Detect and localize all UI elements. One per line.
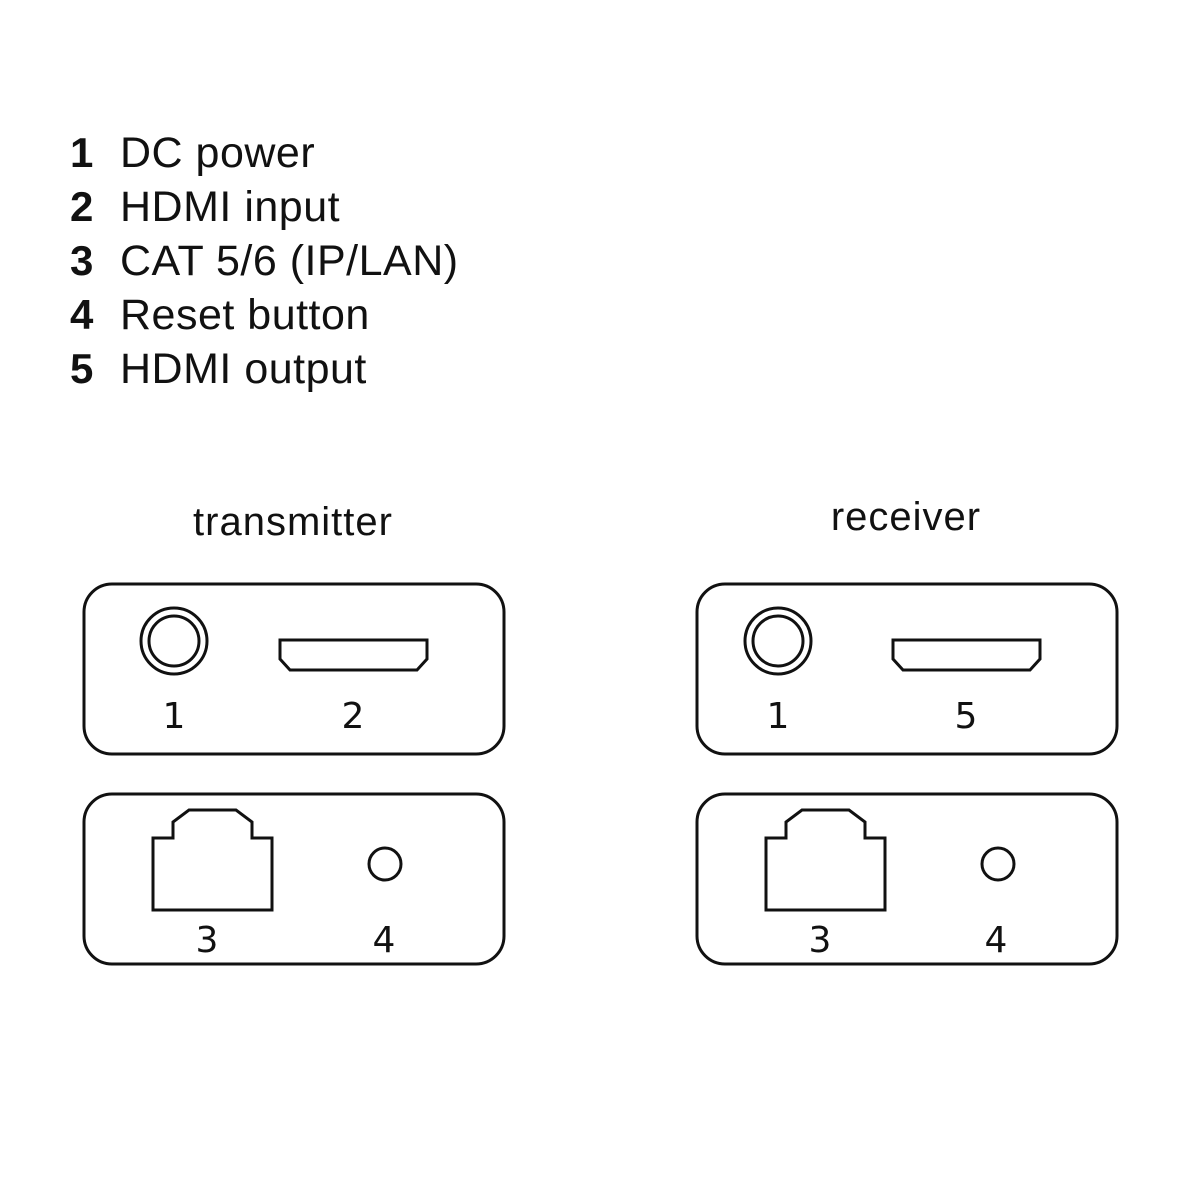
legend-number: 4 (70, 291, 94, 338)
legend: 1 DC power 2 HDMI input 3 CAT 5/6 (IP/LA… (70, 126, 459, 396)
hdmi-port-icon (891, 638, 1042, 672)
receiver-title: receiver (830, 495, 982, 539)
transmitter-power-port-label: 1 (163, 696, 186, 737)
receiver-hdmi-port-label: 5 (955, 696, 978, 737)
receiver-front-panel (695, 582, 1119, 756)
legend-label: Reset button (120, 291, 370, 339)
receiver-power-port-label: 1 (767, 696, 790, 737)
receiver-back-panel (695, 792, 1119, 966)
dc-power-jack-icon (139, 606, 209, 676)
receiver-reset-port-label: 4 (985, 920, 1008, 961)
legend-number: 1 (70, 129, 94, 176)
legend-number: 5 (70, 345, 94, 392)
transmitter-hdmi-port-label: 2 (342, 696, 365, 737)
transmitter-front-panel-body (82, 582, 506, 756)
transmitter-reset-port-label: 4 (373, 920, 396, 961)
reset-button-icon (980, 846, 1016, 882)
legend-label: DC power (120, 129, 316, 177)
hdmi-port-icon (278, 638, 429, 672)
legend-number: 2 (70, 183, 94, 230)
rj45-port-icon (764, 808, 887, 912)
legend-item-reset-button: 4 Reset button (70, 288, 459, 342)
legend-item-cat: 3 CAT 5/6 (IP/LAN) (70, 234, 459, 288)
dc-power-jack-icon (743, 606, 813, 676)
transmitter-back-panel-body (82, 792, 506, 966)
receiver-back-panel-body (695, 792, 1119, 966)
transmitter-front-panel (82, 582, 506, 756)
transmitter-title: transmitter (193, 500, 393, 544)
legend-item-dc-power: 1 DC power (70, 126, 459, 180)
legend-label: CAT 5/6 (IP/LAN) (120, 237, 459, 285)
legend-label: HDMI output (120, 345, 367, 393)
receiver-lan-port-label: 3 (809, 920, 832, 961)
transmitter-back-panel (82, 792, 506, 966)
reset-button-icon (367, 846, 403, 882)
legend-number: 3 (70, 237, 94, 284)
legend-item-hdmi-input: 2 HDMI input (70, 180, 459, 234)
legend-label: HDMI input (120, 183, 341, 231)
transmitter-lan-port-label: 3 (196, 920, 219, 961)
legend-item-hdmi-output: 5 HDMI output (70, 342, 459, 396)
rj45-port-icon (151, 808, 274, 912)
receiver-front-panel-body (695, 582, 1119, 756)
